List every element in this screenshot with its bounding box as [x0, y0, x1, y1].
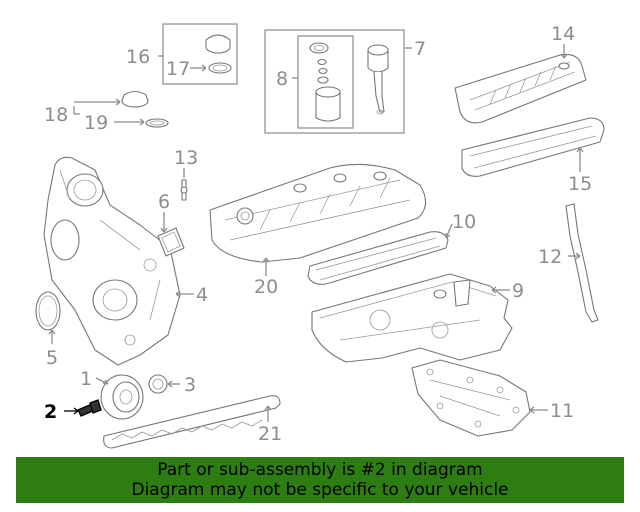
callout-9[interactable]: 9: [512, 280, 524, 302]
callout-18[interactable]: 18: [44, 104, 68, 126]
kit-frame-7: [264, 29, 405, 134]
callout-11[interactable]: 11: [550, 400, 574, 422]
callout-6[interactable]: 6: [158, 191, 170, 213]
seal-ring[interactable]: [35, 291, 61, 331]
callout-12[interactable]: 12: [538, 246, 562, 268]
callout-7[interactable]: 7: [414, 38, 426, 60]
callout-3[interactable]: 3: [184, 374, 196, 396]
oil-pan-lower[interactable]: [411, 359, 531, 437]
oil-filler-cap[interactable]: [205, 34, 232, 74]
callout-8[interactable]: 8: [276, 68, 288, 90]
timing-cover-gasket[interactable]: [103, 395, 281, 449]
valve-cover-gasket[interactable]: [461, 117, 605, 177]
callout-20[interactable]: 20: [254, 276, 278, 298]
kit-frame-16: [162, 23, 238, 85]
banner-line-disclaimer: Diagram may not be specific to your vehi…: [131, 480, 509, 500]
callout-1[interactable]: 1: [80, 368, 92, 390]
banner-line-part: Part or sub-assembly is #2 in diagram: [157, 460, 483, 480]
oil-pan-gasket[interactable]: [307, 231, 449, 285]
info-banner: Part or sub-assembly is #2 in diagram Di…: [16, 457, 624, 503]
oil-pan-upper[interactable]: [311, 273, 513, 363]
callout-5[interactable]: 5: [46, 347, 58, 369]
crankshaft-pulley-bolt[interactable]: [77, 399, 102, 417]
callout-4[interactable]: 4: [196, 284, 208, 306]
oil-filter-kit[interactable]: [309, 42, 341, 122]
callout-15[interactable]: 15: [568, 173, 592, 195]
dipstick-tube[interactable]: [565, 203, 599, 323]
thermostat-gasket[interactable]: [157, 227, 185, 257]
callout-21[interactable]: 21: [258, 423, 282, 445]
stud-bolt[interactable]: [180, 179, 188, 201]
intake-manifold[interactable]: [209, 163, 427, 263]
callout-2[interactable]: 2: [44, 401, 57, 423]
timing-cover[interactable]: [43, 156, 181, 366]
leader-lines: [48, 44, 584, 422]
cylinder-head-cover[interactable]: [454, 53, 587, 124]
oil-filter-housing-cap[interactable]: [367, 44, 389, 115]
callout-10[interactable]: 10: [452, 211, 476, 233]
kit-frame-8: [297, 35, 354, 129]
callout-13[interactable]: 13: [174, 147, 198, 169]
crankcase-breather[interactable]: [121, 90, 169, 128]
callout-16[interactable]: 16: [126, 46, 150, 68]
crankshaft-pulley[interactable]: [100, 374, 144, 420]
callout-numbers: 1 2 3 4 5 6 7 8 9 10 11 12 13 14 15 16 1…: [44, 23, 592, 445]
callout-14[interactable]: 14: [551, 23, 575, 45]
callout-17[interactable]: 17: [166, 58, 190, 80]
callout-19[interactable]: 19: [84, 112, 108, 134]
crankshaft-seal[interactable]: [148, 374, 168, 394]
